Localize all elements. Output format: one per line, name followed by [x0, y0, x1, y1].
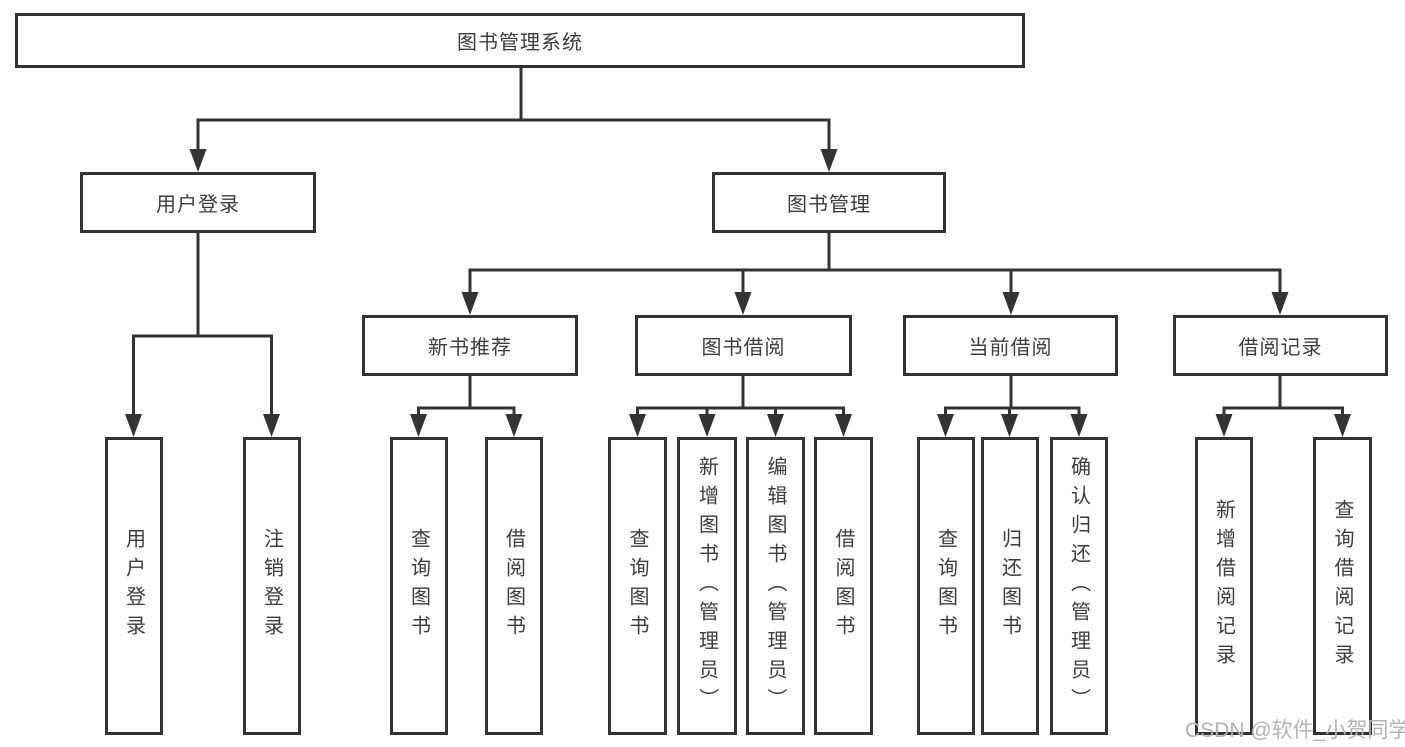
leaf-query-books-recommend: 查询图书: [390, 437, 448, 735]
node-borrowing-records: 借阅记录: [1173, 315, 1388, 376]
arrowhead-icon: [125, 414, 142, 437]
leaf-return-books: 归还图书: [981, 437, 1039, 735]
watermark: CSDN @软件_小贺同学: [1185, 719, 1405, 742]
leaf-edit-book-admin: 编辑图书（管理员）: [746, 437, 805, 735]
arrowhead-icon: [835, 414, 852, 437]
arrowhead-icon: [410, 414, 427, 437]
leaf-confirm-return-admin: 确认归还（管理员）: [1050, 437, 1108, 735]
arrowhead-icon: [629, 414, 646, 437]
arrowhead-icon: [698, 414, 716, 437]
arrowhead-icon: [461, 292, 479, 315]
arrowhead-icon: [505, 414, 523, 437]
arrowhead-icon: [1215, 414, 1233, 437]
arrowhead-icon: [1334, 414, 1351, 437]
node-root: 图书管理系统: [15, 13, 1025, 68]
arrowhead-icon: [734, 292, 752, 315]
leaf-query-borrow-record: 查询借阅记录: [1313, 437, 1372, 735]
arrowhead-icon: [189, 149, 207, 172]
node-current-borrowing: 当前借阅: [903, 315, 1118, 376]
node-new-book-recommend: 新书推荐: [362, 315, 578, 376]
arrowhead-icon: [1070, 414, 1088, 437]
arrowhead-icon: [937, 414, 954, 437]
leaf-borrow-books-borrowing: 借阅图书: [814, 437, 873, 735]
leaf-user-login: 用户登录: [105, 437, 163, 735]
leaf-query-books-current: 查询图书: [917, 437, 975, 735]
arrowhead-icon: [1002, 292, 1020, 315]
node-user-login: 用户登录: [80, 172, 316, 233]
leaf-borrow-books-recommend: 借阅图书: [485, 437, 543, 735]
leaf-query-books-borrowing: 查询图书: [608, 437, 667, 735]
arrowheads: [125, 149, 1351, 437]
leaf-add-book-admin: 新增图书（管理员）: [677, 437, 737, 735]
arrowhead-icon: [767, 414, 784, 437]
arrowhead-icon: [263, 414, 280, 437]
arrowhead-icon: [820, 149, 838, 172]
arrowhead-icon: [1001, 414, 1018, 437]
node-book-management: 图书管理: [712, 172, 946, 233]
leaf-logout: 注销登录: [243, 437, 301, 735]
arrowhead-icon: [1271, 292, 1289, 315]
leaf-add-borrow-record: 新增借阅记录: [1195, 437, 1253, 735]
node-book-borrowing: 图书借阅: [635, 315, 852, 376]
